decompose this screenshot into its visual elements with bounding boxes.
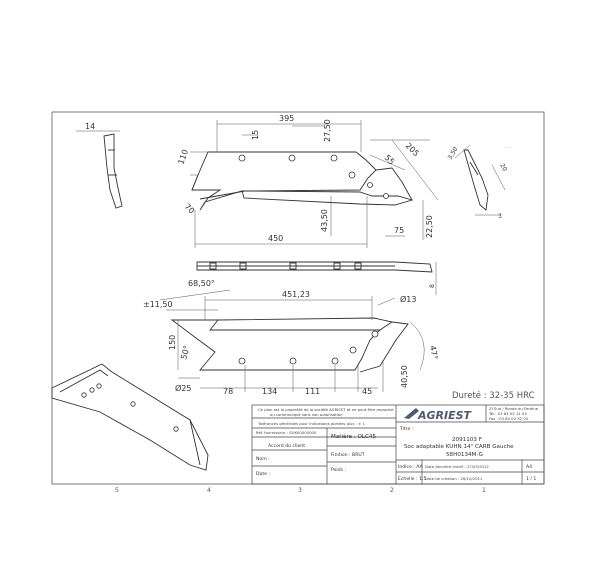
dim-150: 150 [168, 335, 177, 350]
dim-110: 110 [176, 148, 190, 165]
dim-14: 14 [85, 122, 95, 131]
dim-27-50: 27,50 [323, 119, 332, 142]
side-view: 8 [196, 261, 437, 295]
hole [89, 387, 95, 393]
hole [130, 401, 136, 407]
dim-40-50: 40,50 [400, 365, 409, 388]
grid-label: 5 [115, 487, 119, 494]
grid-label: 3 [298, 487, 302, 494]
hole [371, 330, 379, 338]
dim-25: Ø25 [175, 383, 191, 393]
grid-labels: 5 4 3 2 1 [115, 487, 486, 494]
dim-8: 8 [429, 284, 436, 288]
contact-line-1: ZI Sud / Ronde du Ferdine [489, 406, 539, 411]
title-label: Titre : [399, 426, 414, 432]
hole [348, 171, 356, 179]
last-modified: Date dernière modif : 27/03/2012 [425, 464, 489, 469]
dim-45: 45 [362, 387, 372, 396]
profile-view: 14 [76, 122, 123, 209]
hole [173, 426, 179, 432]
tolerance-note: Tolérances générales pour indications po… [257, 421, 366, 426]
supplier-ref: Réf. fournisseur : SUKK0000000 [256, 430, 317, 435]
dim-50-deg: 50° [179, 344, 191, 360]
dim-78: 78 [223, 387, 233, 396]
dim-55: 55 [383, 153, 397, 167]
hole [238, 357, 246, 365]
dim-205: 205 [404, 141, 421, 158]
name-label: Nom : [256, 456, 270, 462]
contact-line-3: Fax : 03 84 02 32 00 [489, 416, 529, 421]
ownership-notice: Ce plan est la propriété de la société A… [258, 407, 394, 412]
dim-450: 450 [268, 234, 283, 243]
hole [383, 193, 389, 199]
dim-70: 70 [183, 202, 197, 216]
hole [349, 346, 357, 354]
part-title: Soc adaptable KUHN 14" CARB Gauche [404, 444, 514, 450]
part-number: 2091103 F [452, 437, 482, 443]
format-label: A4 [526, 464, 532, 470]
dim-395: 395 [279, 114, 294, 123]
dim-134: 134 [262, 387, 277, 396]
top-view: 395 15 27,50 110 70 450 43,50 75 22,50 2… [176, 114, 439, 248]
grid-label: 2 [390, 487, 394, 494]
index-label: Indice : AA [398, 464, 424, 470]
dim-43-50: 43,50 [320, 209, 329, 232]
hole [288, 154, 296, 162]
weight-label: Poids : [331, 467, 346, 473]
dim-47-deg: 47° [428, 345, 439, 361]
title-block: Ce plan est la propriété de la société A… [251, 404, 545, 485]
date-label: Date : [256, 471, 270, 477]
grid-label: 4 [207, 487, 211, 494]
hole [289, 357, 297, 365]
hole [330, 154, 338, 162]
hole [367, 182, 373, 188]
isometric-view [51, 363, 209, 471]
dim-68-50: 68,50° [188, 279, 215, 288]
dim-11-50: ±11,50 [143, 300, 173, 309]
dim-451-23: 451,23 [282, 290, 310, 299]
agriest-logo-icon [404, 408, 419, 419]
material-label: Matière : OLC45 [331, 433, 376, 440]
section-note: · · · [504, 145, 510, 150]
dim-3: 3 [498, 213, 502, 220]
dim-3-50: 3,50 [447, 146, 460, 161]
dim-75: 75 [394, 226, 404, 235]
dim-15: 15 [251, 130, 260, 140]
part-ref: 58H0134M-G [446, 452, 483, 458]
hole [238, 154, 246, 162]
finish-label: Finition : BRUT [331, 452, 365, 458]
dim-22-50: 22,50 [425, 215, 434, 238]
hardness-note: Dureté : 32-35 HRC [452, 390, 535, 401]
scale-label: Echelle : 1:5 [398, 476, 426, 482]
client-agreement: Accord du client [268, 443, 305, 449]
sheet-number: 1 / 1 [526, 476, 536, 482]
hole [96, 383, 102, 389]
dim-hole-13: Ø13 [400, 294, 416, 304]
grid-label: 1 [482, 487, 486, 494]
created-date: Date de création : 26/10/2011 [425, 476, 483, 481]
ownership-notice-2: ou communiqué sans son autorisation [270, 412, 343, 417]
dim-111: 111 [305, 387, 320, 396]
contact-line-2: Tél : 03 84 02 11 04 [488, 411, 527, 416]
brand-name: AGRIEST [417, 409, 473, 422]
bottom-view: 68,50° ±11,50 451,23 Ø13 150 50° 47° Ø25… [143, 279, 439, 396]
hole [331, 357, 339, 365]
dim-20: 20 [498, 163, 508, 173]
hole [81, 392, 87, 398]
section-view: 3,50 20 3 · · · [447, 144, 510, 220]
